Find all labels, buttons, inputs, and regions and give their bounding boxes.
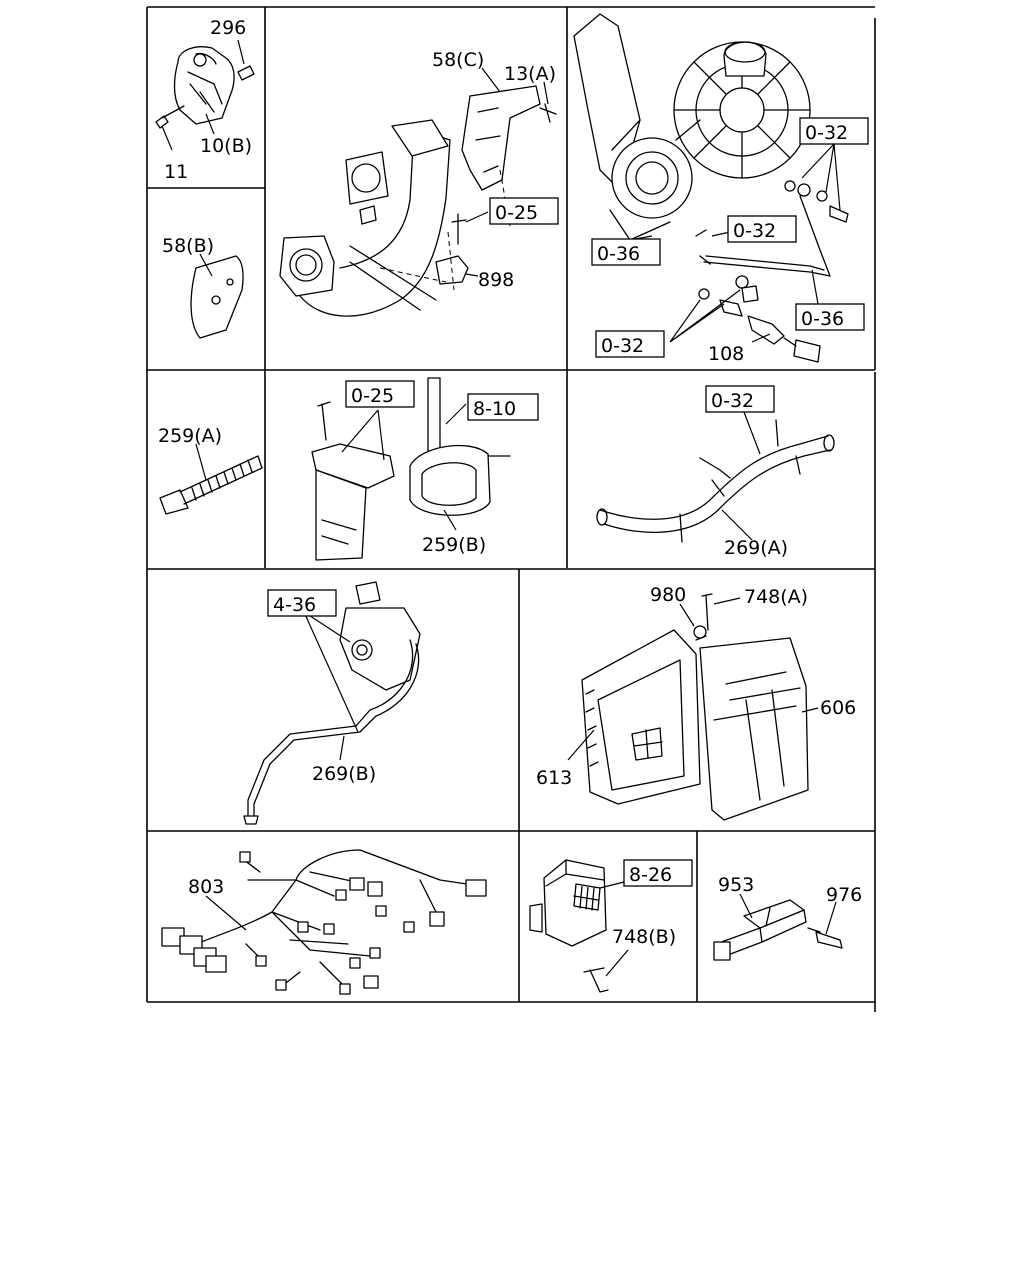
exhaust-pipe-drawing — [279, 85, 557, 317]
label-10b: 10(B) — [200, 135, 252, 157]
ref-box-0-36-turbo-a[interactable]: 0-36 — [591, 238, 661, 266]
sensor-drawing — [311, 377, 511, 561]
label-898: 898 — [478, 269, 514, 291]
label-269a: 269(A) — [724, 537, 788, 559]
turbocharger-drawing — [573, 13, 849, 363]
ref-label: 0-32 — [711, 390, 754, 412]
cable-tie-drawing — [159, 455, 263, 515]
ref-label: 8-10 — [473, 398, 516, 420]
panel-resistor-953: 953 976 — [713, 874, 862, 961]
pipe-269a-drawing — [596, 419, 835, 543]
ref-label: 8-26 — [629, 864, 672, 886]
module-drawing — [529, 859, 609, 993]
panel-cable-tie: 259(A) — [158, 425, 263, 515]
label-259a: 259(A) — [158, 425, 222, 447]
label-58c: 58(C) — [432, 49, 484, 71]
panel-exhaust-pipe: 58(C) 13(A) 0-25 898 — [279, 49, 559, 317]
ref-label: 0-25 — [495, 202, 538, 224]
panel-pipe-269b: 4-36 269(B) — [243, 581, 421, 825]
ref-box-8-26[interactable]: 8-26 — [623, 859, 693, 887]
ref-box-0-32-turbo-a[interactable]: 0-32 — [799, 117, 869, 145]
resistor-drawing — [713, 899, 843, 961]
label-259b: 259(B) — [422, 534, 486, 556]
label-13a: 13(A) — [504, 63, 556, 85]
label-11: 11 — [164, 161, 188, 183]
panel-harness: 803 — [161, 849, 487, 995]
harness-drawing — [161, 849, 487, 995]
bracket-10b-drawing — [155, 46, 255, 129]
ecu-drawing — [581, 593, 809, 821]
ref-box-0-32-turbo-c[interactable]: 0-32 — [595, 330, 665, 358]
panel-module-748b: 8-26 748(B) — [529, 859, 693, 993]
ref-box-0-25-sensor[interactable]: 0-25 — [345, 380, 415, 408]
ref-box-0-32-pipe-a[interactable]: 0-32 — [705, 385, 775, 413]
bracket-58b-drawing — [190, 255, 244, 339]
panel-bracket-10b: 296 10(B) 11 — [155, 17, 255, 183]
pipe-269b-drawing — [243, 581, 421, 825]
ref-box-4-36[interactable]: 4-36 — [267, 589, 337, 617]
panel-turbocharger: 0-32 0-36 0-32 0-36 0-32 108 — [573, 13, 869, 365]
panel-bracket-58b: 58(B) — [162, 235, 244, 339]
ref-box-0-32-turbo-b[interactable]: 0-32 — [727, 215, 797, 243]
ref-label: 0-32 — [601, 335, 644, 357]
label-269b: 269(B) — [312, 763, 376, 785]
ref-label: 0-32 — [733, 220, 776, 242]
label-748a: 748(A) — [744, 586, 808, 608]
ref-box-0-36-turbo-b[interactable]: 0-36 — [795, 303, 865, 331]
label-980: 980 — [650, 584, 686, 606]
label-953: 953 — [718, 874, 754, 896]
panel-ecu: 980 748(A) 606 613 — [536, 584, 856, 821]
label-613: 613 — [536, 767, 572, 789]
ref-label: 0-32 — [805, 122, 848, 144]
panel-grid — [146, 6, 876, 1012]
ref-label: 0-25 — [351, 385, 394, 407]
label-976: 976 — [826, 884, 862, 906]
label-606: 606 — [820, 697, 856, 719]
label-58b: 58(B) — [162, 235, 214, 257]
label-296: 296 — [210, 17, 246, 39]
panel-sensor-259b: 0-25 8-10 259(B) — [311, 377, 539, 561]
ref-box-0-25-exhaust[interactable]: 0-25 — [489, 197, 559, 225]
ref-label: 4-36 — [273, 594, 316, 616]
ref-box-8-10[interactable]: 8-10 — [467, 393, 539, 421]
label-748b: 748(B) — [612, 926, 676, 948]
ref-label: 0-36 — [597, 243, 640, 265]
label-108: 108 — [708, 343, 744, 365]
panel-pipe-269a: 0-32 269(A) — [596, 385, 835, 559]
label-803: 803 — [188, 876, 224, 898]
ref-label: 0-36 — [801, 308, 844, 330]
